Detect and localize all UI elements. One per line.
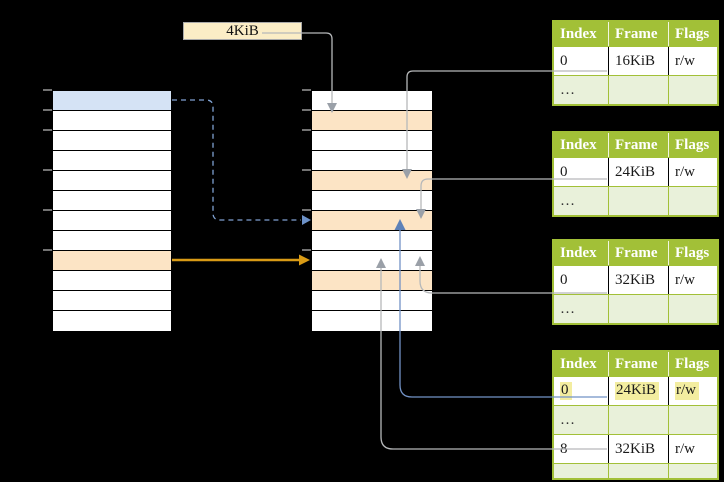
cell-flags: [669, 295, 717, 323]
cell-frame: 32KiB: [609, 266, 669, 294]
column-header-flags: Flags: [675, 25, 710, 42]
physical-frame-row-5: [312, 191, 432, 211]
column-header-flags: Flags: [675, 244, 710, 261]
physical-frame-row-3: [312, 151, 432, 171]
cell-flags: r/w: [669, 377, 717, 405]
column-header-flags: Flags: [675, 355, 710, 372]
cell-flags: [669, 76, 717, 104]
physical-frame-row-9: [312, 271, 432, 291]
column-header-index: Index: [554, 352, 609, 376]
cell-flags: [669, 406, 717, 434]
column-header-frame: Frame: [609, 241, 669, 265]
virtual-memory-row-2: [53, 131, 171, 151]
cell-frame: [609, 464, 669, 478]
virtual-memory-row-11: [53, 311, 171, 331]
physical-frame-row-0: [312, 91, 432, 111]
page-table-active-row-1: …: [554, 405, 717, 434]
cell-index: 0: [554, 266, 609, 294]
column-header-frame: Frame: [609, 352, 669, 376]
arrow-virtual0-to-frame24kib: [172, 99, 311, 225]
physical-frame-row-11: [312, 311, 432, 331]
column-header-index: Index: [554, 22, 609, 46]
virtual-memory-row-5: [53, 191, 171, 211]
cell-frame: [609, 406, 669, 434]
physical-frame-row-10: [312, 291, 432, 311]
physical-frame-row-8: [312, 251, 432, 271]
virtual-memory-row-4: [53, 171, 171, 191]
virtual-memory-row-10: [53, 291, 171, 311]
size-label-text: 4KiB: [226, 22, 259, 39]
cell-index: …: [554, 406, 609, 434]
physical-frame-row-2: [312, 131, 432, 151]
page-table-32kib-row-1: …: [554, 294, 717, 323]
column-header-index: Index: [554, 241, 609, 265]
cell-index: …: [554, 295, 609, 323]
cell-index: …: [554, 187, 609, 215]
cell-frame: 16KiB: [609, 47, 669, 75]
arrow-virtual8-to-frame32kib: [172, 254, 310, 266]
cell-frame: 24KiB: [609, 158, 669, 186]
cell-flags: r/w: [675, 163, 695, 180]
column-header-frame: Frame: [609, 133, 669, 157]
cell-index: 0: [554, 158, 609, 186]
physical-frame-row-7: [312, 231, 432, 251]
page-table-16kib-row-1: …: [554, 75, 717, 104]
physical-frame-row-6: [312, 211, 432, 231]
page-table-24kib-row-1: …: [554, 186, 717, 215]
virtual-memory-row-9: [53, 271, 171, 291]
virtual-memory-row-8: [53, 251, 171, 271]
physical-frame-row-4: [312, 171, 432, 191]
virtual-memory-row-6: [53, 211, 171, 231]
cell-frame: [609, 295, 669, 323]
cell-flags: r/w: [675, 52, 695, 69]
page-table-active-row-3: …: [554, 463, 717, 478]
virtual-memory-column: [52, 90, 172, 332]
cell-frame: [609, 187, 669, 215]
cell-flags: r/w: [675, 440, 695, 457]
column-header-flags: Flags: [675, 136, 710, 153]
cell-frame: 24KiB: [609, 377, 669, 405]
cell-index: 0: [554, 377, 609, 405]
page-table-active-row-0: 0 24KiB r/w: [554, 376, 717, 405]
virtual-memory-row-7: [53, 231, 171, 251]
column-header-index: Index: [554, 133, 609, 157]
virtual-memory-row-0: [53, 91, 171, 111]
cell-flags: [669, 187, 717, 215]
physical-memory-column: [311, 90, 433, 332]
highlighted-value: 24KiB: [615, 382, 660, 400]
cell-flags: [669, 464, 717, 478]
column-header-frame: Frame: [609, 22, 669, 46]
cell-index: 8: [554, 435, 609, 463]
size-label-4kib: 4KiB: [183, 22, 302, 40]
cell-index: 0: [554, 47, 609, 75]
cell-index: …: [554, 76, 609, 104]
cell-frame: [609, 76, 669, 104]
virtual-memory-row-3: [53, 151, 171, 171]
cell-index: …: [554, 464, 609, 478]
highlighted-value: r/w: [675, 382, 699, 400]
highlighted-value: 0: [560, 382, 572, 400]
cell-flags: r/w: [675, 271, 695, 288]
cell-frame: 32KiB: [609, 435, 669, 463]
physical-frame-row-1: [312, 111, 432, 131]
virtual-memory-row-1: [53, 111, 171, 131]
